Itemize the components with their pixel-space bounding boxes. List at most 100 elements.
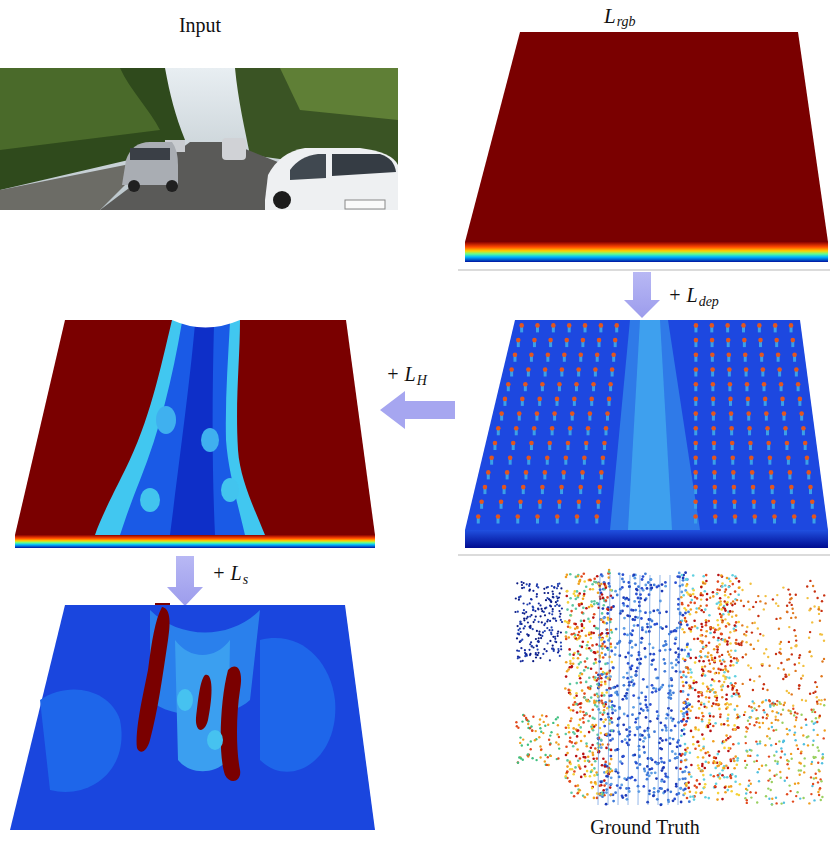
cloud-point bbox=[718, 672, 721, 675]
cloud-point bbox=[677, 603, 680, 606]
cloud-point bbox=[576, 682, 579, 685]
cloud-point bbox=[577, 594, 580, 597]
cloud-point bbox=[649, 720, 652, 723]
cloud-point bbox=[570, 610, 573, 613]
plane-dot bbox=[589, 397, 594, 402]
cloud-point bbox=[708, 614, 711, 617]
cloud-point bbox=[686, 698, 689, 701]
cloud-point bbox=[727, 596, 730, 599]
cloud-point bbox=[696, 597, 699, 600]
cloud-point bbox=[638, 662, 641, 665]
cloud-point bbox=[588, 687, 591, 690]
cloud-point bbox=[700, 609, 703, 612]
cloud-point bbox=[649, 611, 652, 614]
cloud-point bbox=[729, 580, 732, 583]
cloud-point bbox=[738, 586, 741, 589]
cloud-point bbox=[697, 740, 700, 743]
cloud-point bbox=[569, 780, 572, 783]
cloud-point bbox=[736, 661, 739, 664]
cloud-point bbox=[569, 660, 572, 663]
cloud-point bbox=[582, 717, 585, 720]
cloud-point bbox=[577, 729, 580, 732]
plane-dot bbox=[693, 485, 698, 490]
cloud-point bbox=[670, 694, 673, 697]
cloud-point bbox=[689, 649, 692, 652]
cloud-point bbox=[580, 575, 583, 578]
cloud-point bbox=[601, 743, 604, 746]
cloud-point bbox=[705, 619, 708, 622]
cloud-point bbox=[590, 746, 593, 749]
cloud-point bbox=[692, 593, 695, 596]
cloud-point bbox=[693, 638, 696, 641]
plane-dot bbox=[749, 455, 754, 460]
cloud-point bbox=[590, 781, 593, 784]
cloud-point bbox=[680, 760, 683, 763]
plane-dot bbox=[774, 338, 779, 343]
cloud-point bbox=[663, 780, 666, 783]
cloud-point bbox=[719, 761, 722, 764]
cloud-point bbox=[642, 785, 645, 788]
plane-dot bbox=[693, 411, 698, 416]
cloud-point bbox=[605, 689, 608, 692]
cloud-point bbox=[572, 662, 575, 665]
cloud-point bbox=[719, 777, 722, 780]
plane-dot bbox=[562, 353, 567, 358]
cloud-point bbox=[593, 603, 596, 606]
cloud-point bbox=[715, 694, 718, 697]
cloud-point bbox=[716, 619, 719, 622]
cloud-point bbox=[579, 706, 582, 709]
cloud-point bbox=[566, 590, 569, 593]
plane-dot bbox=[574, 382, 579, 387]
cloud-point bbox=[588, 760, 591, 763]
cloud-point bbox=[685, 782, 688, 785]
cloud-point bbox=[645, 704, 648, 707]
cloud-point bbox=[691, 626, 694, 629]
cloud-point bbox=[683, 649, 686, 652]
cloud-point bbox=[594, 676, 597, 679]
point-cloud bbox=[514, 569, 826, 806]
cloud-point bbox=[685, 620, 688, 623]
cloud-point bbox=[568, 648, 571, 651]
plane-dot bbox=[789, 485, 794, 490]
cloud-point bbox=[601, 612, 604, 615]
cloud-point bbox=[593, 651, 596, 654]
plane-dot bbox=[503, 397, 508, 402]
cloud-point bbox=[734, 649, 737, 652]
cloud-point bbox=[634, 734, 637, 737]
plane-dot bbox=[566, 441, 571, 446]
cloud-point bbox=[695, 681, 698, 684]
cloud-point bbox=[674, 757, 677, 760]
plane-dot bbox=[572, 397, 577, 402]
cloud-point bbox=[717, 704, 720, 707]
depth-panel-s bbox=[10, 604, 375, 830]
cloud-point bbox=[585, 585, 588, 588]
plane-dot bbox=[763, 397, 768, 402]
cloud-point bbox=[689, 791, 692, 794]
cloud-point bbox=[716, 602, 719, 605]
cloud-point bbox=[594, 658, 597, 661]
cloud-point bbox=[610, 646, 613, 649]
cloud-point bbox=[591, 583, 594, 586]
cloud-point bbox=[634, 779, 637, 782]
cloud-point bbox=[712, 595, 715, 598]
cloud-point bbox=[601, 575, 604, 578]
depth-panel-h bbox=[15, 320, 375, 548]
cloud-point bbox=[731, 574, 734, 577]
cloud-point bbox=[717, 580, 720, 583]
cloud-point bbox=[571, 741, 574, 744]
cloud-point bbox=[589, 750, 592, 753]
cloud-point bbox=[618, 716, 621, 719]
cloud-point bbox=[602, 621, 605, 624]
cloud-point bbox=[733, 728, 736, 731]
cloud-point bbox=[651, 620, 654, 623]
cloud-point bbox=[572, 653, 575, 656]
cloud-point bbox=[723, 776, 726, 779]
cloud-point bbox=[713, 775, 716, 778]
plane-dot bbox=[743, 353, 748, 358]
plane-dot bbox=[499, 411, 504, 416]
input-photo bbox=[0, 68, 398, 210]
cloud-point bbox=[576, 666, 579, 669]
plane-dot bbox=[693, 470, 698, 475]
cloud-point bbox=[710, 684, 713, 687]
plane-dot bbox=[694, 382, 699, 387]
